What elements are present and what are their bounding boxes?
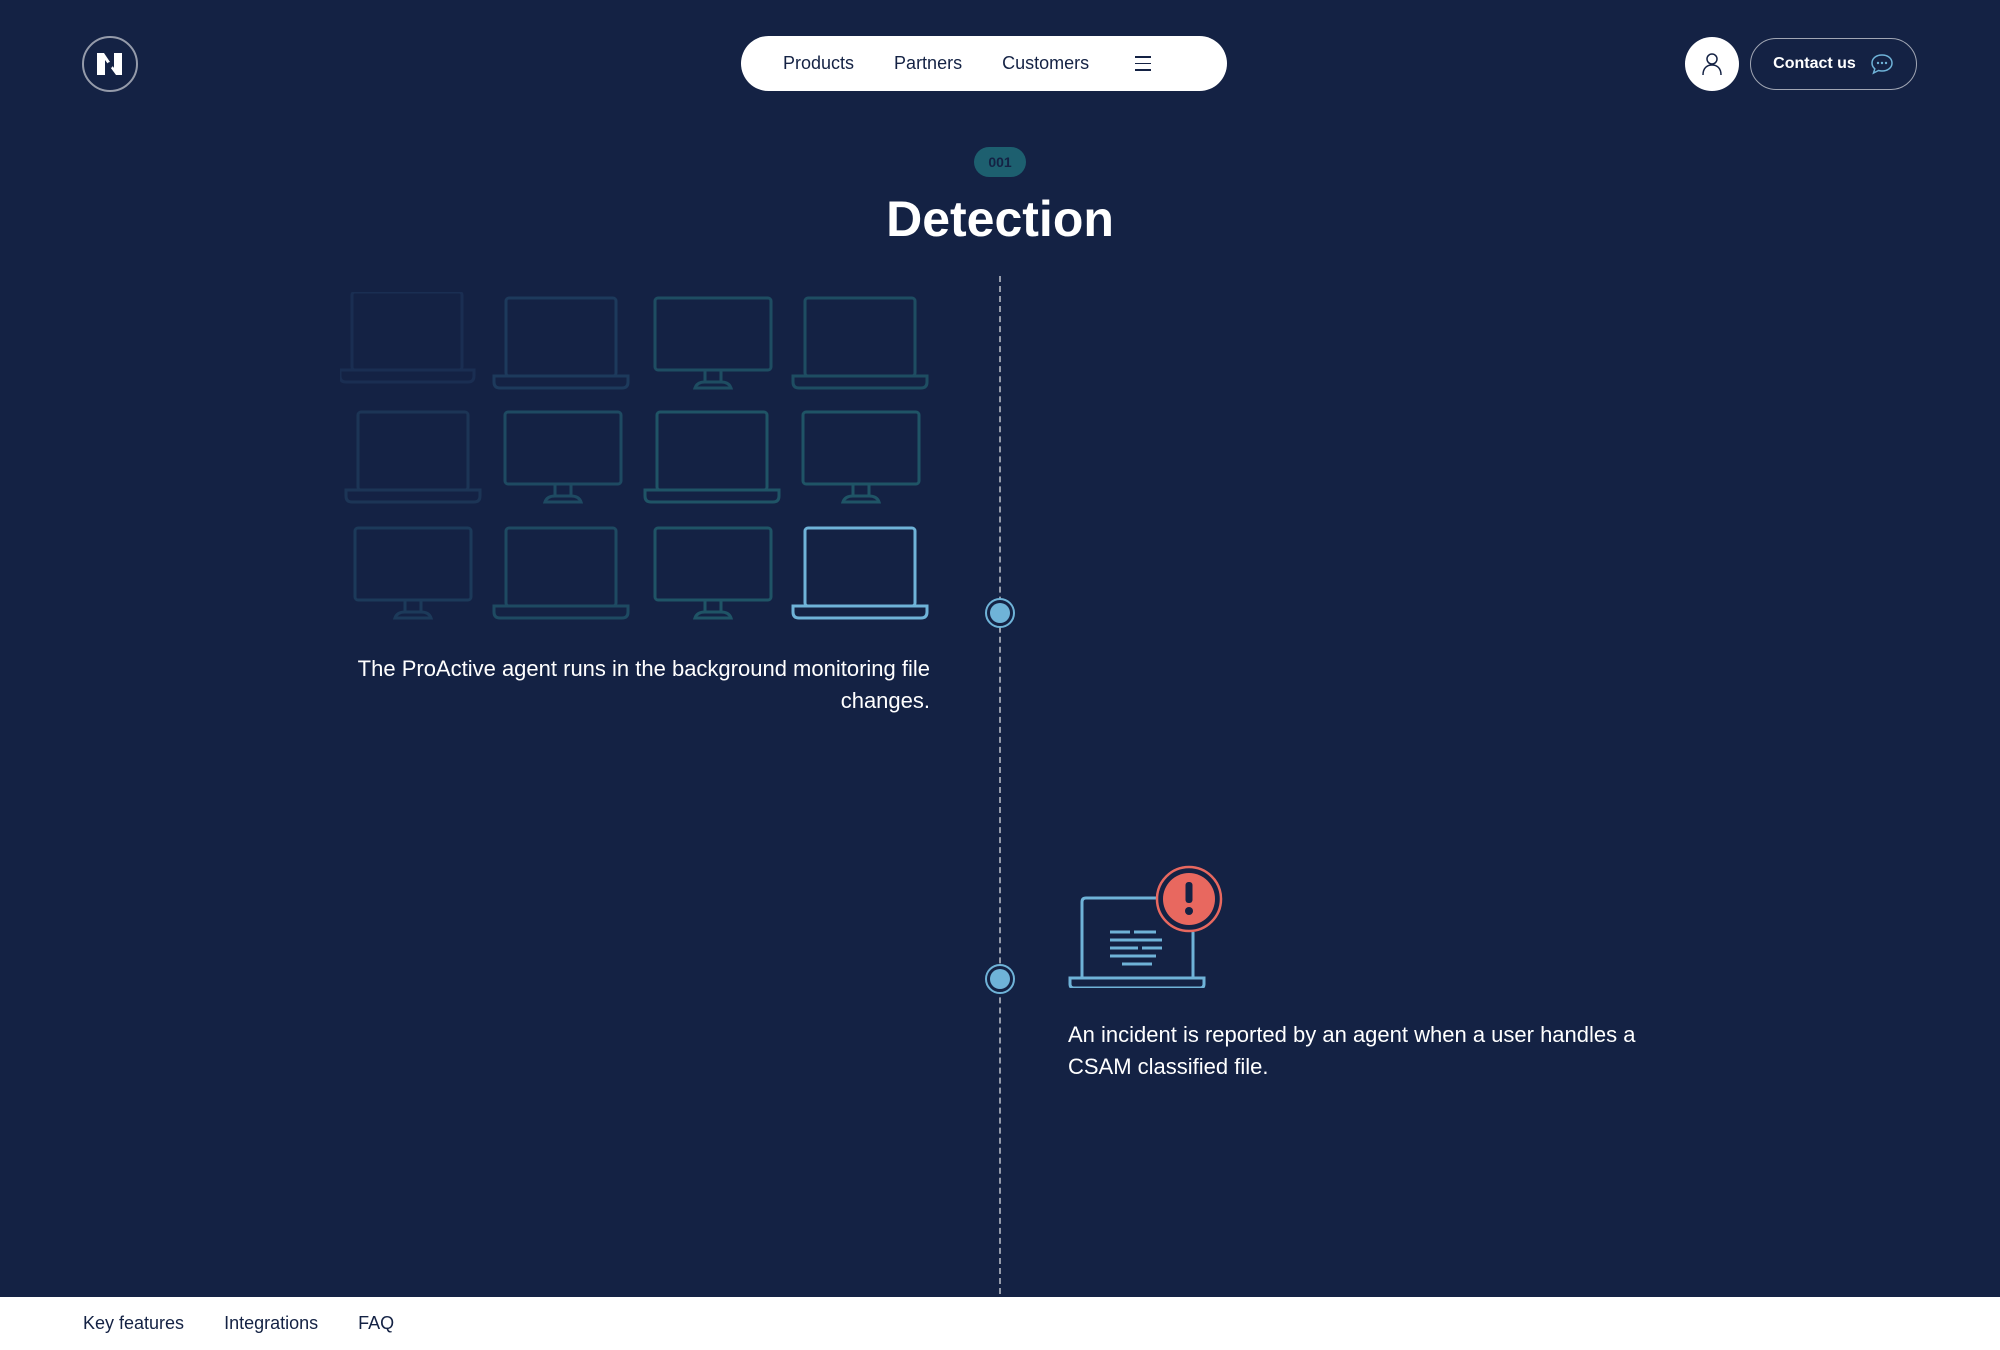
- chat-bubble-icon: [1871, 54, 1893, 75]
- step-1-description: The ProActive agent runs in the backgrou…: [357, 656, 930, 713]
- timeline-dot-1: [985, 598, 1015, 628]
- laptop-icon: [492, 526, 630, 620]
- laptop-icon: [643, 410, 781, 504]
- logo-mark: [97, 53, 122, 75]
- nav-item-customers[interactable]: Customers: [1002, 53, 1090, 73]
- laptop-icon: [791, 296, 929, 390]
- laptop-icon: [492, 296, 630, 390]
- monitor-icon: [353, 526, 473, 620]
- monitor-icon: [653, 526, 773, 620]
- subnav-faq[interactable]: FAQ: [358, 1313, 395, 1333]
- step-2-description: An incident is reported by an agent when…: [1068, 1022, 1636, 1079]
- step-number-badge: 001: [974, 147, 1026, 177]
- laptop-alert-icon: [1068, 865, 1223, 988]
- nav-item-partners[interactable]: Partners: [894, 53, 963, 73]
- monitor-icon: [653, 296, 773, 390]
- subnav-integrations[interactable]: Integrations: [224, 1313, 319, 1333]
- nav-item-products[interactable]: Products: [783, 53, 855, 73]
- timeline-line: [999, 276, 1001, 1294]
- hamburger-menu-icon[interactable]: [1135, 56, 1152, 71]
- contact-us-label: Contact us: [1773, 55, 1856, 72]
- device-grid: [340, 292, 929, 620]
- brand-logo-icon[interactable]: [82, 36, 138, 92]
- monitor-icon: [801, 410, 921, 504]
- laptop-icon: [340, 292, 476, 384]
- section-title: Detection: [886, 191, 1114, 247]
- user-icon: [1702, 53, 1722, 76]
- laptop-icon-highlighted: [791, 526, 929, 620]
- user-account-button[interactable]: [1685, 37, 1739, 91]
- timeline-dot-2: [985, 964, 1015, 994]
- section-subnav: Key features Integrations FAQ: [0, 1297, 2000, 1350]
- monitor-icon: [503, 410, 623, 504]
- contact-us-button[interactable]: Contact us: [1750, 38, 1917, 90]
- main-nav: Products Partners Customers: [741, 36, 1227, 91]
- subnav-key-features[interactable]: Key features: [83, 1313, 185, 1333]
- laptop-icon: [344, 410, 482, 504]
